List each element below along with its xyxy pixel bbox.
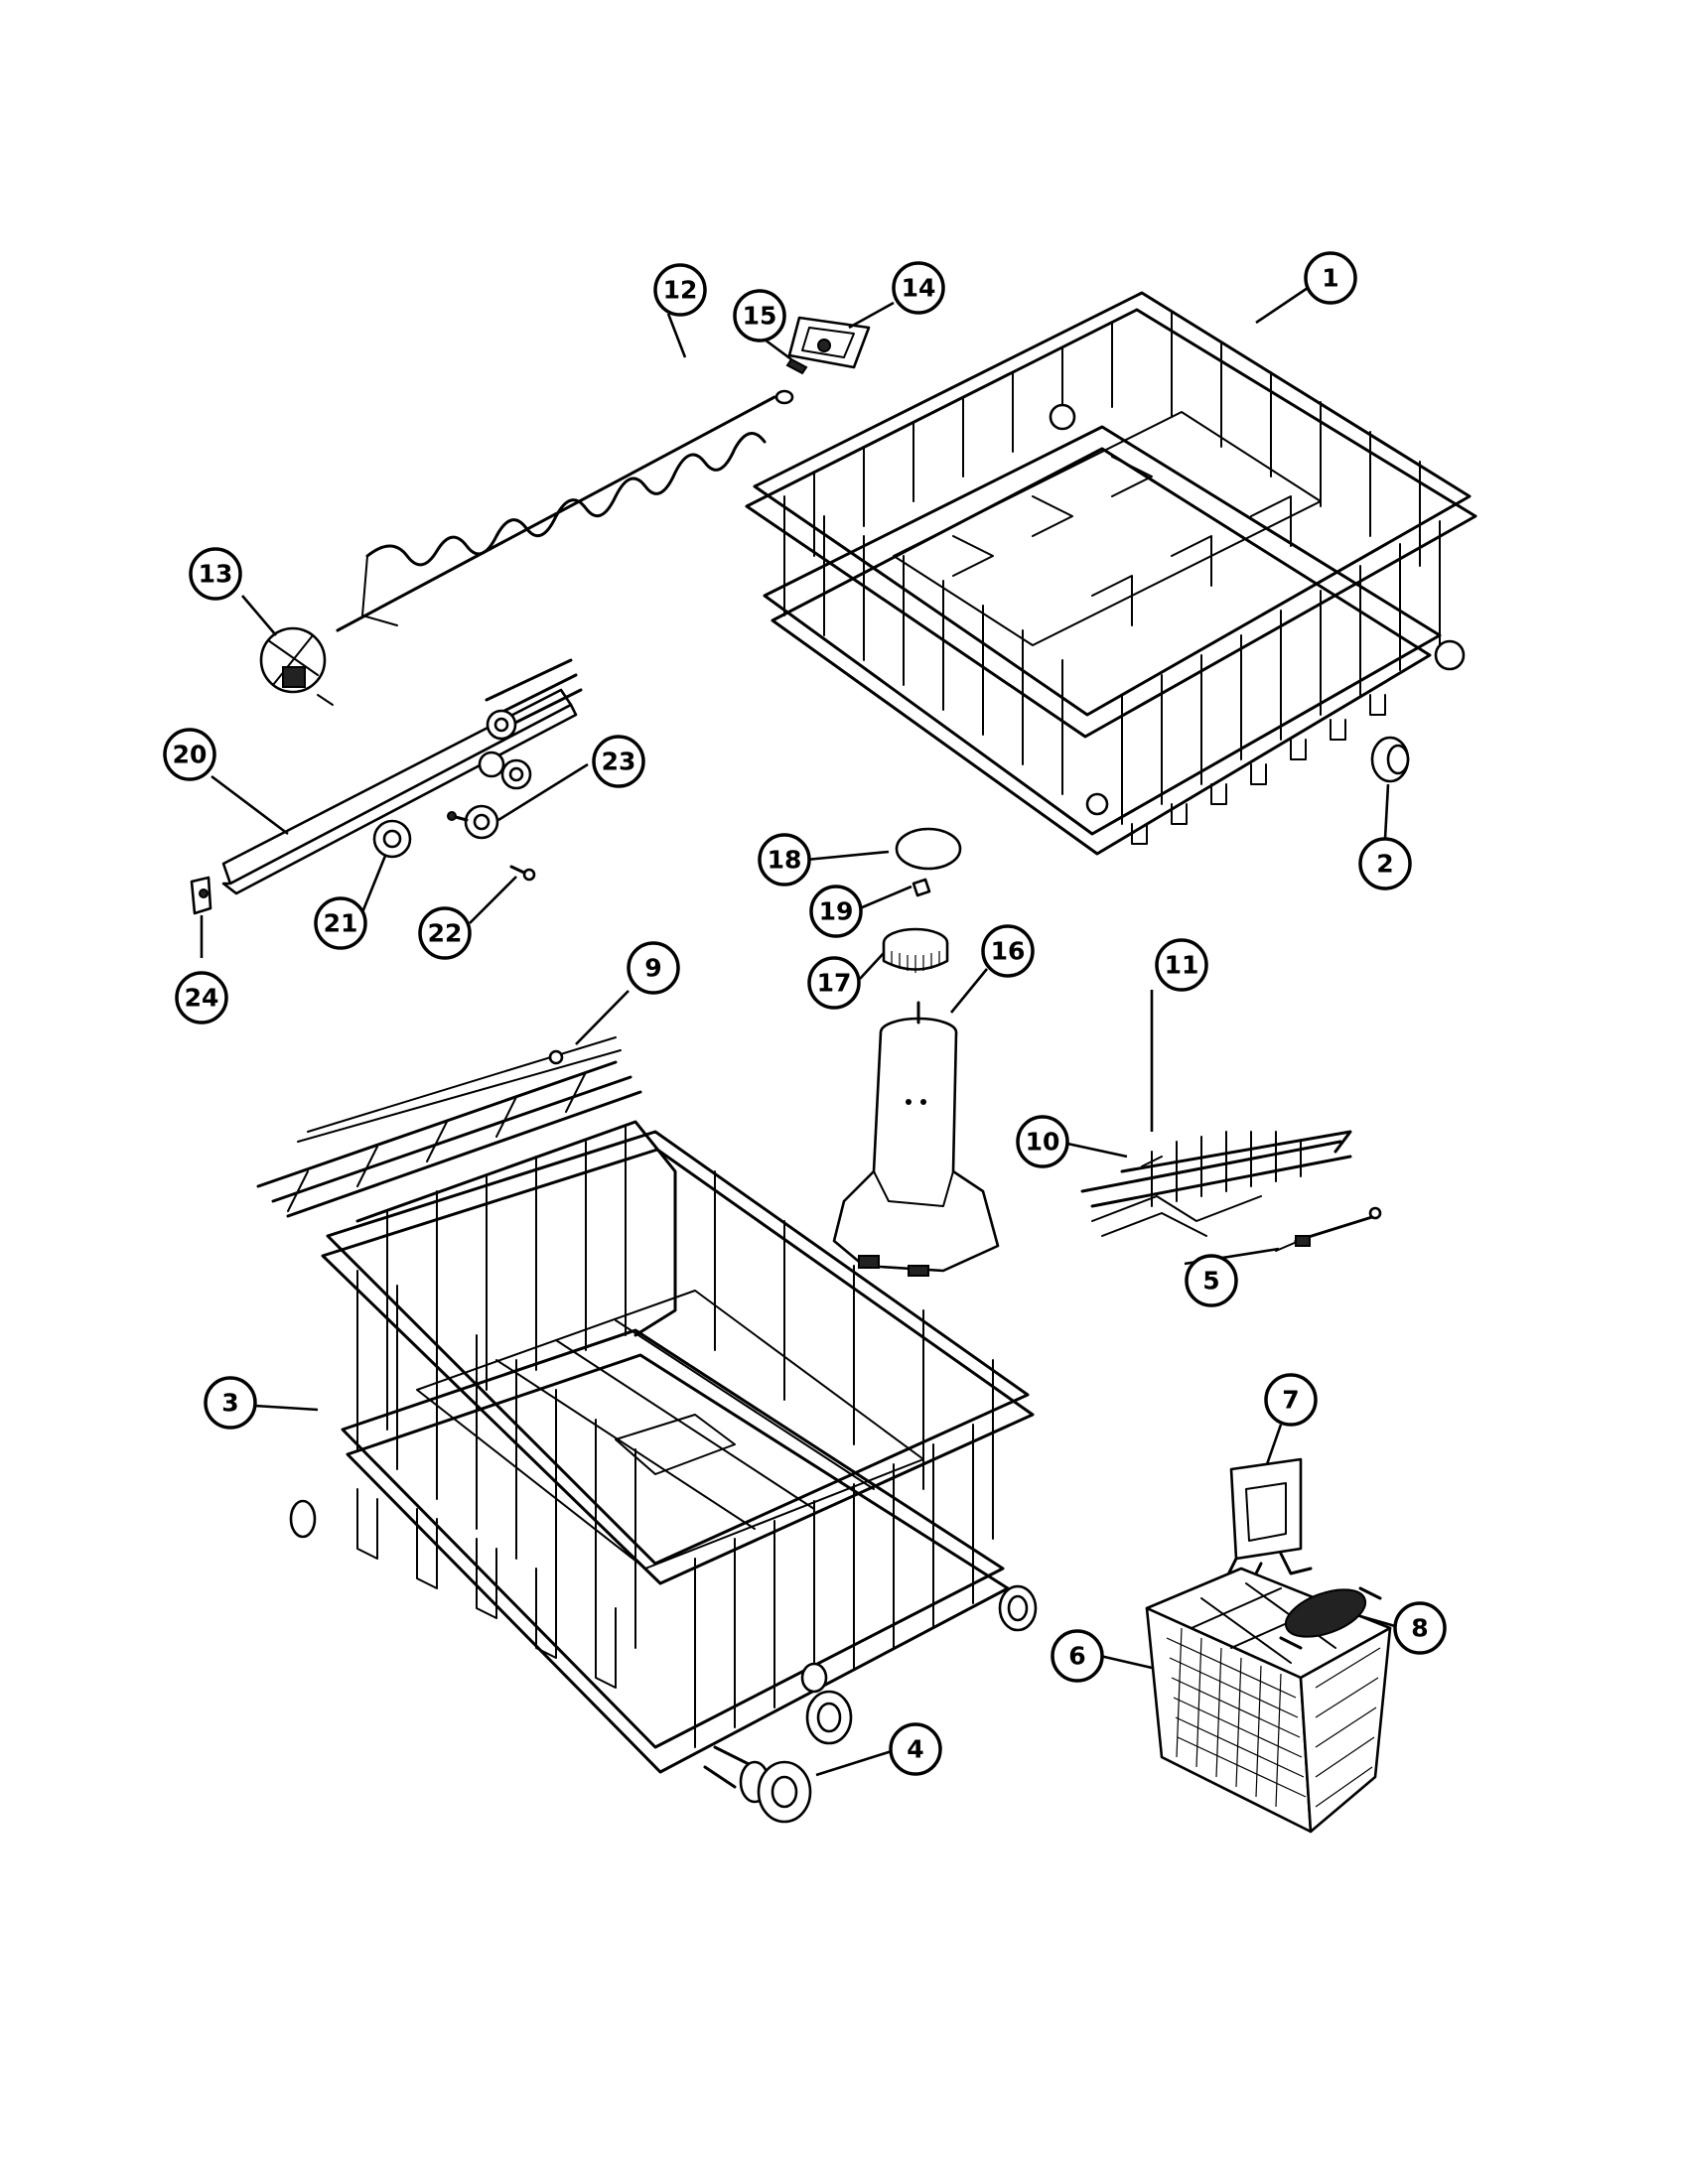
callout-5: 5 (1185, 1254, 1238, 1307)
callout-6: 6 (1051, 1629, 1104, 1683)
callout-label-4: 4 (907, 1735, 923, 1764)
callout-10: 10 (1016, 1115, 1069, 1168)
callout-label-15: 15 (743, 302, 777, 331)
callout-label-12: 12 (663, 276, 698, 305)
callout-23: 23 (592, 735, 645, 788)
adjuster-gear-part-13 (259, 626, 334, 706)
callout-2: 2 (1358, 837, 1412, 890)
silverware-basket-part-6 (1145, 1567, 1392, 1834)
callout-label-22: 22 (428, 919, 463, 948)
upper-rack (745, 291, 1477, 856)
bracket-part-14 (787, 316, 871, 369)
callout-16: 16 (981, 924, 1035, 978)
callout-15: 15 (733, 289, 786, 342)
callout-11: 11 (1155, 938, 1208, 992)
callout-label-8: 8 (1411, 1614, 1428, 1643)
nut-part-19 (912, 878, 931, 897)
callout-12: 12 (653, 263, 707, 317)
callout-3: 3 (204, 1376, 257, 1430)
tine-assembly-parts-10-11 (1080, 1130, 1352, 1252)
callout-label-23: 23 (602, 748, 636, 776)
screw-part-22 (509, 865, 536, 882)
lower-rack-part-3 (289, 1120, 1038, 1789)
callout-9: 9 (627, 941, 680, 995)
adjuster-wire-part-12 (336, 389, 794, 632)
callout-7: 7 (1264, 1373, 1318, 1427)
callout-label-17: 17 (817, 969, 852, 998)
rack-wheel-part-2 (1370, 736, 1410, 783)
callout-label-24: 24 (185, 984, 219, 1013)
callout-label-13: 13 (199, 560, 233, 589)
cover-part-8 (1279, 1586, 1382, 1650)
callout-1: 1 (1304, 251, 1357, 305)
slide-rail-part-20 (221, 658, 583, 895)
callout-label-5: 5 (1202, 1267, 1219, 1296)
callout-label-14: 14 (902, 274, 936, 303)
callout-4: 4 (889, 1722, 942, 1776)
rack-wheel-part-4 (739, 1760, 812, 1824)
cap-part-18 (895, 827, 962, 871)
callout-24: 24 (175, 971, 228, 1024)
roller-part-23 (447, 804, 499, 840)
callout-label-11: 11 (1165, 951, 1199, 980)
callout-20: 20 (163, 728, 216, 781)
end-cap-part-24 (190, 876, 212, 915)
callout-21: 21 (314, 896, 367, 950)
callout-label-3: 3 (221, 1389, 238, 1418)
basket-handle-part-7 (1224, 1457, 1313, 1585)
callout-label-10: 10 (1026, 1128, 1060, 1157)
callout-label-19: 19 (819, 897, 854, 926)
callout-label-16: 16 (991, 937, 1026, 966)
callout-label-20: 20 (173, 741, 208, 769)
callout-19: 19 (809, 885, 863, 938)
clip-part-5 (1294, 1206, 1382, 1247)
spray-tower-part-16 (832, 1001, 1000, 1277)
callout-label-6: 6 (1068, 1642, 1085, 1671)
callout-label-18: 18 (768, 846, 802, 875)
callout-17: 17 (807, 956, 861, 1010)
roller-part-21 (372, 819, 412, 859)
callout-8: 8 (1393, 1601, 1447, 1655)
shelf-part-9 (256, 1036, 642, 1218)
callout-label-1: 1 (1322, 264, 1338, 293)
leader-lines (200, 286, 1396, 1777)
callout-label-21: 21 (324, 909, 358, 938)
callout-label-7: 7 (1282, 1386, 1299, 1415)
callout-13: 13 (189, 547, 242, 601)
nozzle-part-17 (882, 927, 949, 973)
callout-18: 18 (758, 833, 811, 887)
callout-14: 14 (892, 261, 945, 315)
callout-label-2: 2 (1376, 850, 1393, 879)
screw-part-15 (785, 357, 808, 375)
callout-label-9: 9 (644, 954, 661, 983)
callout-22: 22 (418, 906, 472, 960)
